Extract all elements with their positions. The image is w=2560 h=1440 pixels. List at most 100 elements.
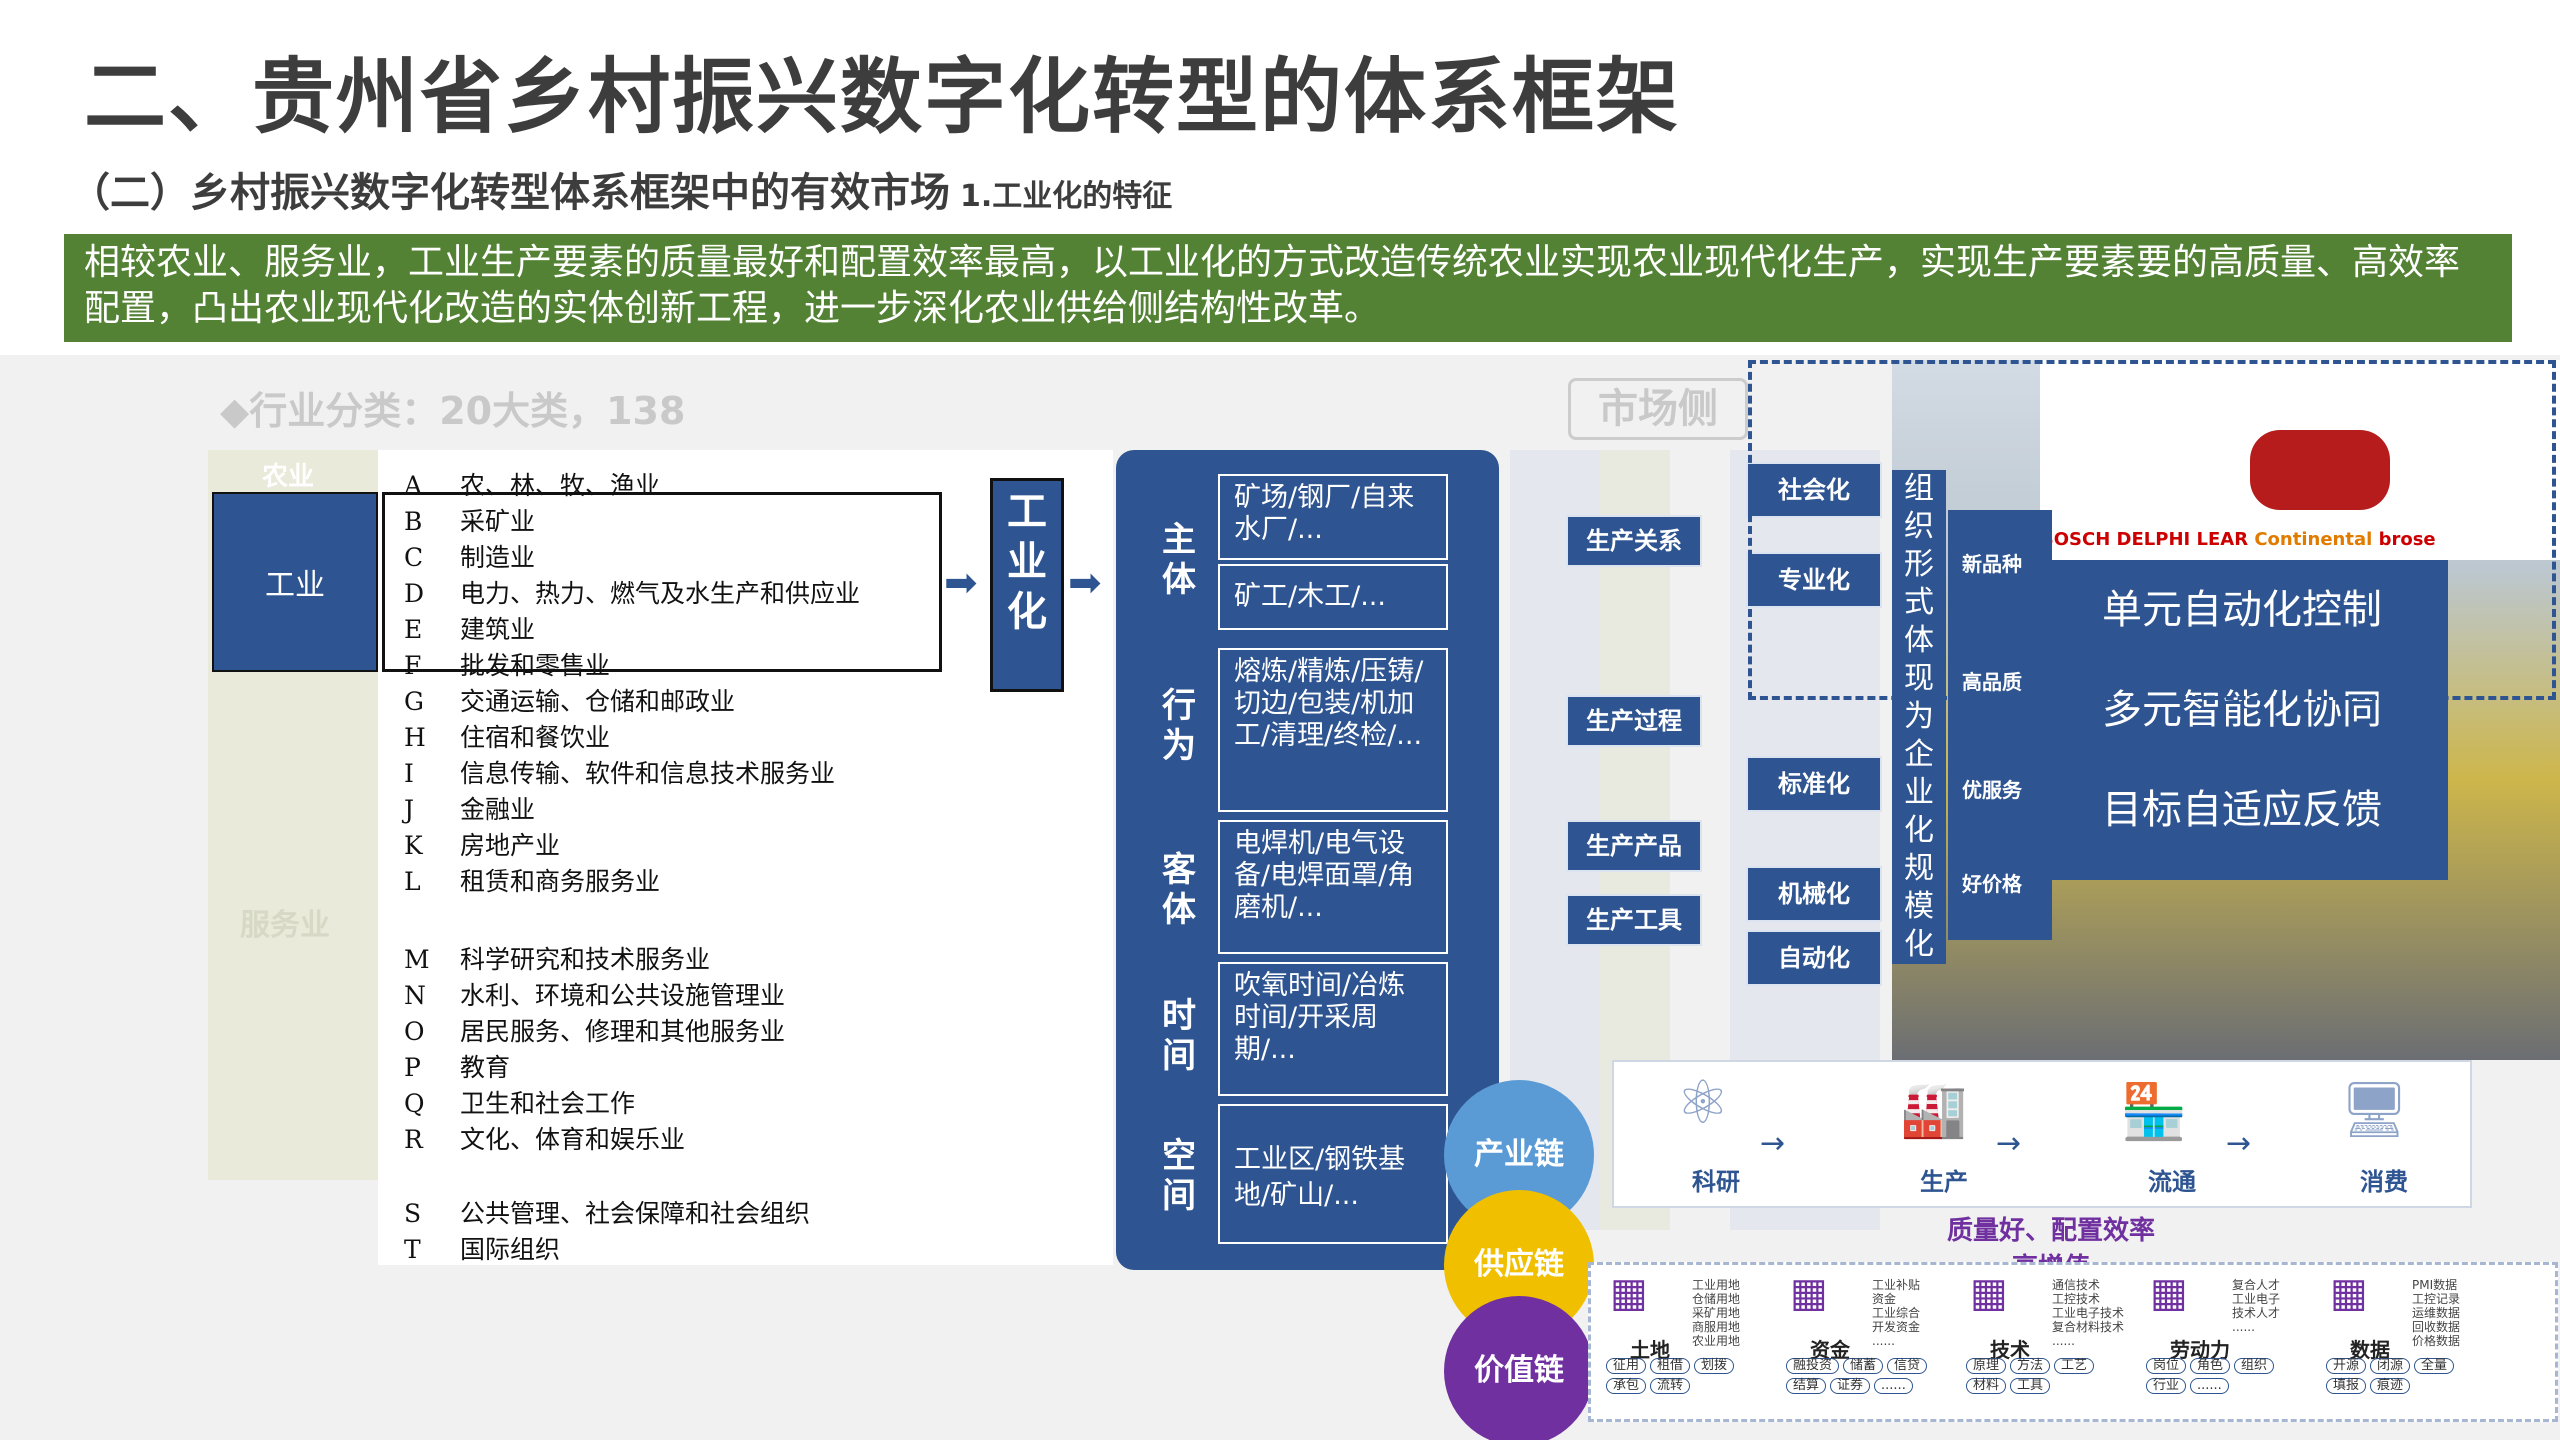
factor-desc-line: 复合人才 <box>2232 1278 2281 1292</box>
factor-icon: ▦ <box>1970 1270 2008 1316</box>
factor-desc-line: 工控记录 <box>2412 1292 2461 1306</box>
subtitle-text: （二）乡村振兴数字化转型体系框架中的有效市场 <box>70 170 950 216</box>
industry-code: C <box>404 543 424 572</box>
industry-name: 文化、体育和娱乐业 <box>460 1125 686 1154</box>
dimension-panel <box>1116 450 1499 1270</box>
industry-code: J <box>404 795 415 824</box>
industry-code: F <box>404 651 422 680</box>
ghost-agriculture: 农业 <box>262 462 315 492</box>
dim-item: 电焊机/电气设备/电焊面罩/角磨机/... <box>1218 820 1448 954</box>
industry-name: 金融业 <box>460 795 536 824</box>
industry-code: D <box>404 579 425 608</box>
dim-item: 熔炼/精炼/压铸/切边/包装/机加工/清理/终检/... <box>1218 648 1448 812</box>
ghost-market-side: 市场侧 <box>1568 378 1748 440</box>
industry-name: 电力、热力、燃气及水生产和供应业 <box>460 579 861 608</box>
dim-item: 矿工/木工/... <box>1218 564 1448 630</box>
factor-tag: 承包 <box>1606 1378 1647 1394</box>
industry-row: D 电力、热力、燃气及水生产和供应业 <box>404 574 860 610</box>
factor-tag: 组织 <box>2234 1358 2275 1374</box>
quality-new-variety: 新品种 <box>1962 552 2022 576</box>
industry-code: I <box>404 759 414 788</box>
factor-panel <box>1588 1262 2558 1422</box>
industry-name: 住宿和餐饮业 <box>460 723 611 752</box>
factor-tag: ...... <box>1874 1378 1913 1394</box>
factor-icon: ▦ <box>1610 1270 1648 1316</box>
industry-code: N <box>404 981 426 1010</box>
factor-icon: ▦ <box>1790 1270 1828 1316</box>
factor-tag: 工具 <box>2010 1378 2051 1394</box>
dim-label-space: 空间 <box>1162 1136 1196 1216</box>
factor-tag: 租借 <box>1650 1358 1691 1374</box>
industry-code: S <box>404 1199 422 1228</box>
industry-name: 建筑业 <box>460 615 536 644</box>
dim-label-subject: 主体 <box>1162 520 1196 600</box>
dashed-frame <box>1748 360 2556 700</box>
factor-desc-line: 仓储用地 <box>1692 1292 1741 1306</box>
industry-code: Q <box>404 1089 425 1118</box>
industry-name: 租赁和商务服务业 <box>460 867 661 896</box>
brand-row: BOSCH DELPHI LEAR Continental brose <box>2040 529 2436 550</box>
brand-lear: LEAR <box>2196 529 2249 550</box>
summary-banner: 相较农业、服务业，工业生产要素的质量最好和配置效率最高，以工业化的方式改造传统农… <box>64 234 2512 342</box>
org-form-vertical: 组织形式体现为企业化规模化 <box>1892 470 1946 964</box>
page-subtitle: （二）乡村振兴数字化转型体系框架中的有效市场 1.工业化的特征 <box>70 160 1172 218</box>
dim-label-time: 时间 <box>1162 996 1196 1076</box>
factor-desc-line: 工业用地 <box>1692 1278 1741 1292</box>
factor-tag: 全量 <box>2414 1358 2455 1374</box>
factor-tag: 证券 <box>1830 1378 1871 1394</box>
flow-production: 生产 <box>1920 1168 1968 1196</box>
production-product: 生产产品 <box>1566 820 1702 872</box>
factor-tag: 填报 <box>2326 1378 2367 1394</box>
factor-tags: 征用租借划拨承包流转 <box>1604 1356 1780 1396</box>
industry-name: 采矿业 <box>460 507 536 536</box>
control-item: 单元自动化控制 <box>2102 587 2382 633</box>
brand-brose: brose <box>2378 529 2436 550</box>
store-icon: 🏪 <box>2120 1080 2188 1143</box>
factor-desc-line: 回收数据 <box>2412 1320 2461 1334</box>
ghost-category-heading: ◆行业分类：20大类，138 <box>220 389 686 433</box>
factor-desc-line: PMI数据 <box>2412 1278 2458 1292</box>
factor-desc-line: 开发资金 <box>1872 1320 1921 1334</box>
dim-item: 矿场/钢厂/自来水厂/... <box>1218 474 1448 560</box>
factor-tag: 闭源 <box>2370 1358 2411 1374</box>
supplier-logo-wall: BOSCH DELPHI LEAR Continental brose <box>2040 360 2560 560</box>
industry-code: M <box>404 945 430 974</box>
industrialization-box: 工业化 <box>990 478 1064 692</box>
arrow-right-icon: → <box>1760 1126 1786 1161</box>
trait-specialized: 专业化 <box>1746 552 1882 608</box>
industry-name: 交通运输、仓储和邮政业 <box>460 687 736 716</box>
production-relation: 生产关系 <box>1566 515 1702 567</box>
factor-desc-line: 运维数据 <box>2412 1306 2461 1320</box>
factor-tag: 行业 <box>2146 1378 2187 1394</box>
industry-code: B <box>404 507 423 536</box>
factor-tag: 角色 <box>2190 1358 2231 1374</box>
factor-desc: 复合人才工业电子技术人才...... <box>2232 1278 2280 1334</box>
factor-desc-line: 工业综合 <box>1872 1306 1921 1320</box>
factor-tags: 开源闭源全量填报痕迹 <box>2324 1356 2500 1396</box>
industry-code: R <box>404 1125 423 1154</box>
industry-code: E <box>404 615 423 644</box>
factory-icon: 🏭 <box>1900 1078 1968 1141</box>
factor-desc: 工业用地仓储用地采矿用地商服用地农业用地 <box>1692 1278 1740 1348</box>
subtitle-tag: 1.工业化的特征 <box>960 179 1173 214</box>
trait-automated: 自动化 <box>1746 930 1882 986</box>
factor-desc-line: 通信技术 <box>2052 1278 2101 1292</box>
car-image <box>2250 430 2390 510</box>
factor-desc-line: 复合材料技术 <box>2052 1320 2125 1334</box>
industry-highlight-box <box>382 492 942 672</box>
factor-desc-line: ...... <box>2052 1334 2075 1348</box>
factor-desc-line: 工业电子技术 <box>2052 1306 2125 1320</box>
industry-row: B 采矿业 <box>404 502 535 538</box>
industry-row: J 金融业 <box>404 790 535 826</box>
industry-name: 公共管理、社会保障和社会组织 <box>460 1199 811 1228</box>
chain-value: 价值链 <box>1444 1296 1594 1440</box>
